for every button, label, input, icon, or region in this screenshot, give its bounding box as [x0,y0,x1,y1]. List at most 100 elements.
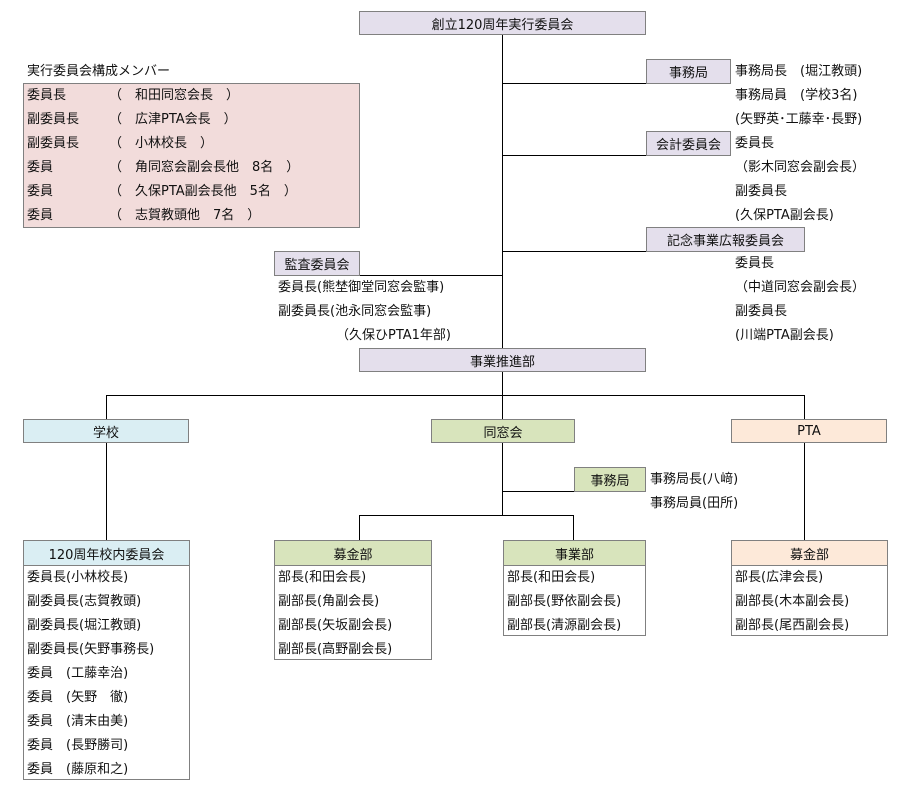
school-committee-box: 120周年校内委員会 委員長(小林校長) 副委員長(志賀教頭) 副委員長(堀江教… [23,540,190,780]
list-item: 副部長(野依副会長) [507,594,622,609]
accounting-line: （影木同窓会副会長） [735,160,866,175]
pr-committee-label: 記念事業広報委員会 [666,234,784,249]
list-item: 副部長(尾西副会長) [735,618,850,633]
main-trunk-line [502,35,503,348]
member-detail: （ 角同窓会副会長他 8名 ） [109,160,300,175]
accounting-node: 会計委員会 [646,131,731,156]
member-role: 委員 [27,160,54,175]
connector-accounting [502,155,646,156]
pr-line: 委員長 [735,256,775,271]
branch-alumni-drop [502,395,503,419]
list-item: 副部長(清源副会長) [507,618,622,633]
alumni-sub-horizontal [359,515,574,516]
accounting-label: 会計委員会 [655,138,721,153]
audit-line: （久保ひPTA1年部) [336,328,452,343]
school-down-line [106,443,107,540]
secretariat-label: 事務局 [668,66,708,81]
list-item: 委員 (工藤幸治) [27,666,129,681]
list-item: 副委員長(志賀教頭) [27,594,142,609]
alumni-business-title: 事業部 [504,541,645,566]
alumni-business-box: 事業部 部長(和田会長) 副部長(野依副会長) 副部長(清源副会長) [503,540,646,636]
audit-node: 監査委員会 [274,251,360,276]
promotion-dept-title: 事業推進部 [469,354,535,370]
pta-fund-box: 募金部 部長(広津会長) 副部長(木本副会長) 副部長(尾西副会長) [731,540,888,636]
list-item: 委員 (藤原和之) [27,762,129,777]
list-item: 部長(和田会長) [278,570,367,585]
audit-line: 副委員長(池永同窓会監事) [278,304,432,319]
member-detail: （ 広津PTA会長 ） [109,112,237,127]
alumni-fund-drop [359,515,360,540]
promo-down-line [502,372,503,396]
member-row: 委員 （ 久保PTA副会長他 5名 ） [27,180,297,204]
audit-label: 監査委員会 [284,258,350,273]
list-item: 委員 (長野勝司) [27,738,129,753]
member-role: 委員 [27,208,54,223]
list-item: 副部長(木本副会長) [735,594,850,609]
member-row: 委員 （ 角同窓会副会長他 8名 ） [27,156,299,180]
branch-horizontal-line [106,395,805,396]
school-label: 学校 [92,425,119,441]
member-role: 委員長 [27,88,67,103]
connector-pr [502,251,646,252]
promotion-dept-node: 事業推進部 [359,348,646,372]
list-item: 副部長(角副会長) [278,594,380,609]
alumni-fund-box: 募金部 部長(和田会長) 副部長(角副会長) 副部長(矢坂副会長) 副部長(高野… [274,540,432,660]
member-role: 委員 [27,184,54,199]
branch-school-drop [106,395,107,419]
alumni-business-drop [573,515,574,540]
alumni-down-line [502,443,503,516]
member-detail: （ 和田同窓会長 ） [109,88,240,103]
list-item: 部長(広津会長) [735,570,824,585]
secretariat-line: (矢野英･工藤幸･長野) [735,112,863,127]
member-row: 副委員長 （ 小林校長 ） [27,132,213,156]
list-item: 部長(和田会長) [507,570,596,585]
pr-line: （中道同窓会副会長） [735,280,866,295]
pta-node: PTA [731,419,887,443]
members-heading: 実行委員会構成メンバー [27,64,171,79]
accounting-line: (久保PTA副会長) [735,208,834,223]
secretariat-line: 事務局員 (学校3名) [735,88,858,103]
audit-line: 委員長(熊埜御堂同窓会監事) [278,280,445,295]
list-item: 委員 (矢野 徹) [27,690,129,705]
pr-line: 副委員長 [735,304,788,319]
member-detail: （ 小林校長 ） [109,136,214,151]
pta-fund-title: 募金部 [732,541,887,566]
member-row: 委員長 （ 和田同窓会長 ） [27,84,239,108]
branch-pta-drop [804,395,805,419]
member-detail: （ 志賀教頭他 7名 ） [109,208,261,223]
member-row: 委員 （ 志賀教頭他 7名 ） [27,204,260,228]
member-row: 副委員長 （ 広津PTA会長 ） [27,108,237,132]
top-committee-title: 創立120周年実行委員会 [431,17,574,33]
alumni-node: 同窓会 [431,419,575,443]
accounting-line: 副委員長 [735,184,788,199]
alumni-label: 同窓会 [483,425,523,441]
school-node: 学校 [23,419,189,443]
list-item: 副委員長(堀江教頭) [27,618,142,633]
member-detail: （ 久保PTA副会長他 5名 ） [109,184,297,199]
school-committee-title: 120周年校内委員会 [24,541,189,566]
member-role: 副委員長 [27,112,80,127]
list-item: 副部長(高野副会長) [278,642,393,657]
list-item: 委員 (清末由美) [27,714,129,729]
pta-down-line [804,443,805,540]
pr-line: (川端PTA副会長) [735,328,834,343]
connector-secretariat [502,83,646,84]
alumni-secretariat-label: 事務局 [590,474,630,489]
connector-audit [359,275,503,276]
list-item: 副委員長(矢野事務長) [27,642,155,657]
alumni-secretariat-node: 事務局 [574,467,646,492]
secretariat-line: 事務局長 (堀江教頭) [735,64,863,79]
alumni-secretariat-line: 事務局長(八﨑) [650,472,739,487]
alumni-fund-title: 募金部 [275,541,431,566]
member-role: 副委員長 [27,136,80,151]
accounting-line: 委員長 [735,136,775,151]
members-panel: 委員長 （ 和田同窓会長 ） 副委員長 （ 広津PTA会長 ） 副委員長 （ 小林校長… [23,83,360,228]
list-item: 副部長(矢坂副会長) [278,618,393,633]
top-committee-node: 創立120周年実行委員会 [359,11,646,35]
alumni-secretariat-line: 事務局員(田所) [650,496,739,511]
list-item: 委員長(小林校長) [27,570,129,585]
secretariat-node: 事務局 [646,59,731,84]
pta-label: PTA [797,423,821,439]
pr-committee-node: 記念事業広報委員会 [646,227,805,252]
connector-alumni-secretariat [502,491,574,492]
